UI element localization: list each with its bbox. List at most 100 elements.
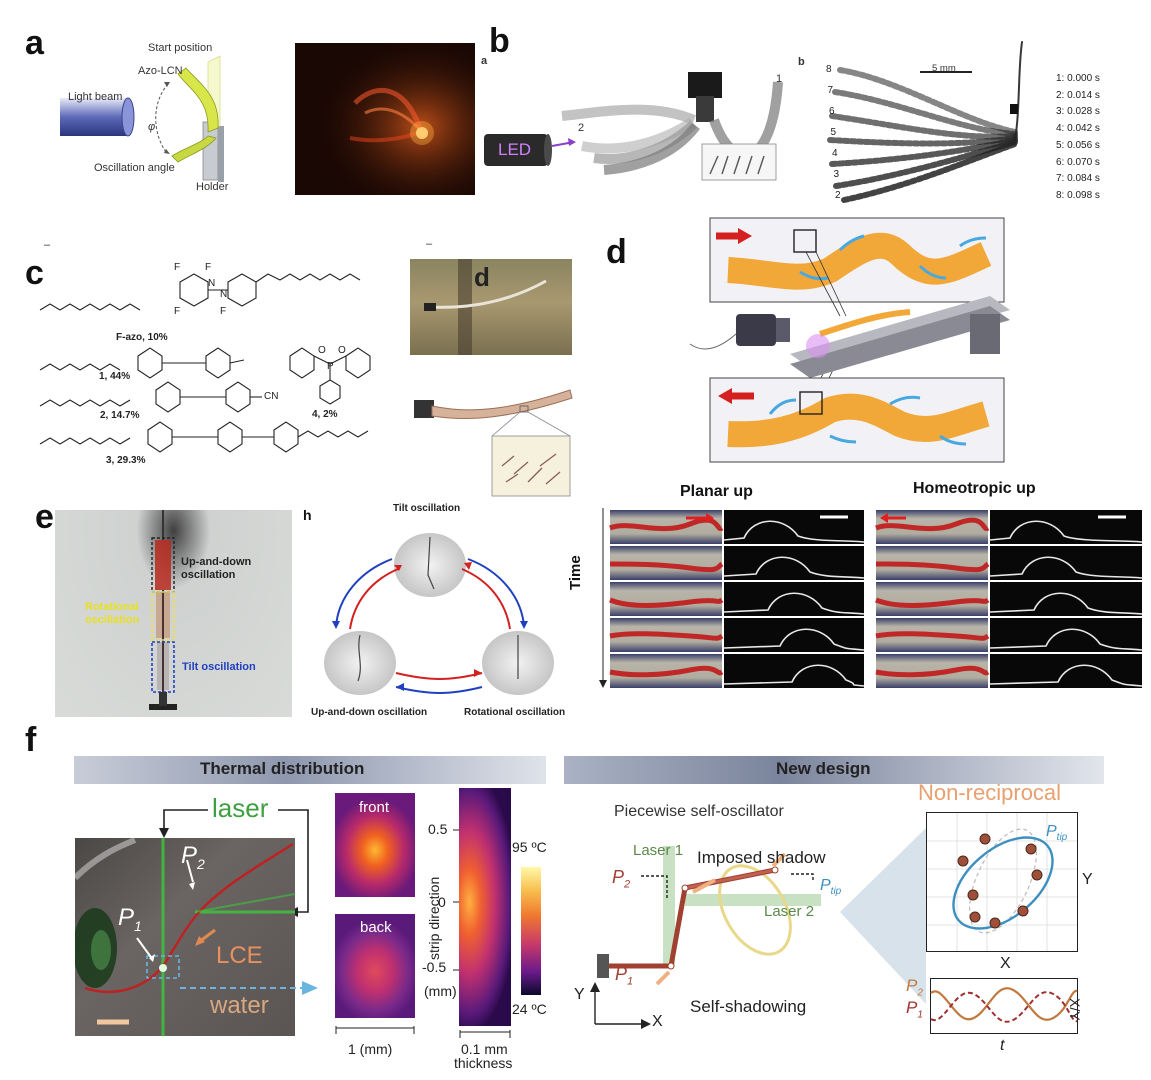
compound-1: 1, 44% — [99, 371, 131, 382]
panel-label-a: a — [25, 24, 44, 62]
azo-lcn-label: Azo-LCN — [138, 65, 183, 77]
rotational-box — [151, 591, 175, 641]
ts-p2-label: P2 — [906, 977, 923, 998]
temperature-colorbar — [521, 867, 541, 995]
led-label: LED — [498, 140, 532, 159]
piecewise-title: Piecewise self-oscillator — [614, 803, 784, 820]
lce-label: LCE — [216, 942, 263, 969]
time-series-plot — [930, 978, 1078, 1034]
rotational-label-e: Rotational oscillation — [85, 601, 140, 626]
design-p2-label: P2 — [612, 868, 630, 891]
planar-up-frames — [609, 510, 865, 690]
oxygen-1: O — [318, 345, 326, 356]
azo-n-2: N — [220, 289, 228, 300]
time-entry: 5: 0.056 s — [1056, 139, 1100, 151]
light-beam-label: Light beam — [68, 91, 123, 103]
design-p2-symbol: P — [612, 867, 625, 887]
alignment-inset — [701, 143, 777, 181]
time-axis-arrow — [599, 508, 607, 688]
design-p1-subscript: 1 — [627, 975, 634, 988]
strip-axis-ticks — [453, 829, 459, 971]
thermal-header: Thermal distribution — [200, 759, 365, 778]
fluorine-1: F — [174, 262, 181, 273]
design-p1-label: P1 — [615, 965, 633, 988]
water-arrow — [180, 981, 318, 995]
time-frame-row — [609, 546, 865, 580]
bottom-strip — [727, 393, 990, 448]
p1-symbol: P — [118, 904, 135, 931]
chemical-structures — [39, 273, 371, 453]
ts-p1-subscript: 1 — [917, 1009, 923, 1021]
axis-y-label: Y — [574, 986, 585, 1003]
panel-b-sublabel-b: b — [798, 56, 805, 68]
design-ptip-label: Ptip — [820, 878, 841, 897]
simulation-frame — [609, 546, 724, 580]
panel-label-b: b — [489, 22, 510, 60]
compound-2: 2, 14.7% — [100, 410, 140, 421]
experiment-frame — [723, 546, 865, 580]
plot-ptip-label: Ptip — [1046, 824, 1067, 843]
time-frame-row — [875, 618, 1143, 652]
start-position-label: Start position — [148, 42, 213, 54]
design-p1-symbol: P — [615, 964, 628, 984]
non-reciprocal-title: Non-reciprocal — [918, 780, 1062, 805]
simulation-frame — [609, 654, 724, 688]
fluorine-4: F — [220, 306, 227, 317]
water-label: water — [210, 992, 269, 1019]
panel-label-f: f — [25, 721, 37, 759]
frame-number: 3 — [833, 169, 840, 180]
panel-label-d: d — [606, 233, 627, 271]
ts-xy-label: X/Y — [1067, 998, 1083, 1021]
panel-c-photo-sublabel: d — [474, 262, 490, 292]
simulation-frame — [875, 546, 990, 580]
time-entry: 6: 0.070 s — [1056, 156, 1100, 168]
panel-label-h: h — [303, 507, 312, 523]
plot-x-label: X — [1000, 955, 1011, 972]
tick-neg-0-5: -0.5 — [422, 959, 447, 975]
up-down-label-e: Up-and-down oscillation — [181, 556, 252, 581]
experiment-frame — [989, 510, 1143, 544]
led-source — [484, 134, 548, 166]
time-frame-row — [875, 510, 1143, 544]
top-strip — [727, 232, 992, 290]
simulation-frame — [875, 618, 990, 652]
experiment-frame — [723, 510, 865, 544]
thickness-scale — [459, 1030, 511, 1038]
axis-x-label: X — [652, 1013, 663, 1030]
simulation-frame — [609, 510, 724, 544]
tilt-label-h: Tilt oscillation — [393, 503, 461, 514]
homeotropic-up-title: Homeotropic up — [913, 480, 1036, 497]
ts-p1-symbol: P — [906, 998, 918, 1017]
time-entry: 1: 0.000 s — [1056, 73, 1100, 84]
laser-experiment-photo — [75, 838, 295, 1036]
plot-ptip-subscript: tip — [1056, 832, 1068, 844]
oxygen-2: O — [338, 345, 346, 356]
experiment-frame — [989, 546, 1143, 580]
p2-subscript: 2 — [197, 855, 205, 872]
design-header: New design — [776, 759, 871, 778]
phosphorus-label: P — [327, 361, 334, 372]
tilt-label-e: Tilt oscillation — [182, 661, 256, 673]
strip-heatmap — [459, 788, 511, 1026]
frame-number: 2 — [835, 190, 841, 201]
mm-unit-label: (mm) — [424, 983, 457, 999]
rotational-label-h: Rotational oscillation — [464, 707, 566, 718]
one-mm-label: 1 (mm) — [348, 1041, 393, 1057]
panel-h-cycle — [324, 533, 554, 695]
self-shadowing-label: Self-shadowing — [690, 997, 807, 1016]
tick-0: 0 — [438, 894, 446, 910]
panel-c-top-mark: – — [44, 239, 51, 251]
compound-f-azo: F-azo, 10% — [116, 332, 168, 343]
experiment-frame — [723, 582, 865, 616]
panel-c-photo-mark: – — [426, 238, 433, 250]
p1-label: P1 — [118, 906, 142, 933]
frame-number: 6 — [829, 106, 835, 117]
compound-3: 3, 29.3% — [106, 455, 146, 466]
time-frame-row — [609, 654, 865, 688]
panel-a-sublabel: a — [481, 55, 488, 67]
panel-e-photo — [55, 510, 292, 717]
experiment-frame — [723, 654, 865, 688]
simulation-frame — [875, 582, 990, 616]
water-region-box — [146, 955, 180, 979]
simulation-frame — [875, 654, 990, 688]
